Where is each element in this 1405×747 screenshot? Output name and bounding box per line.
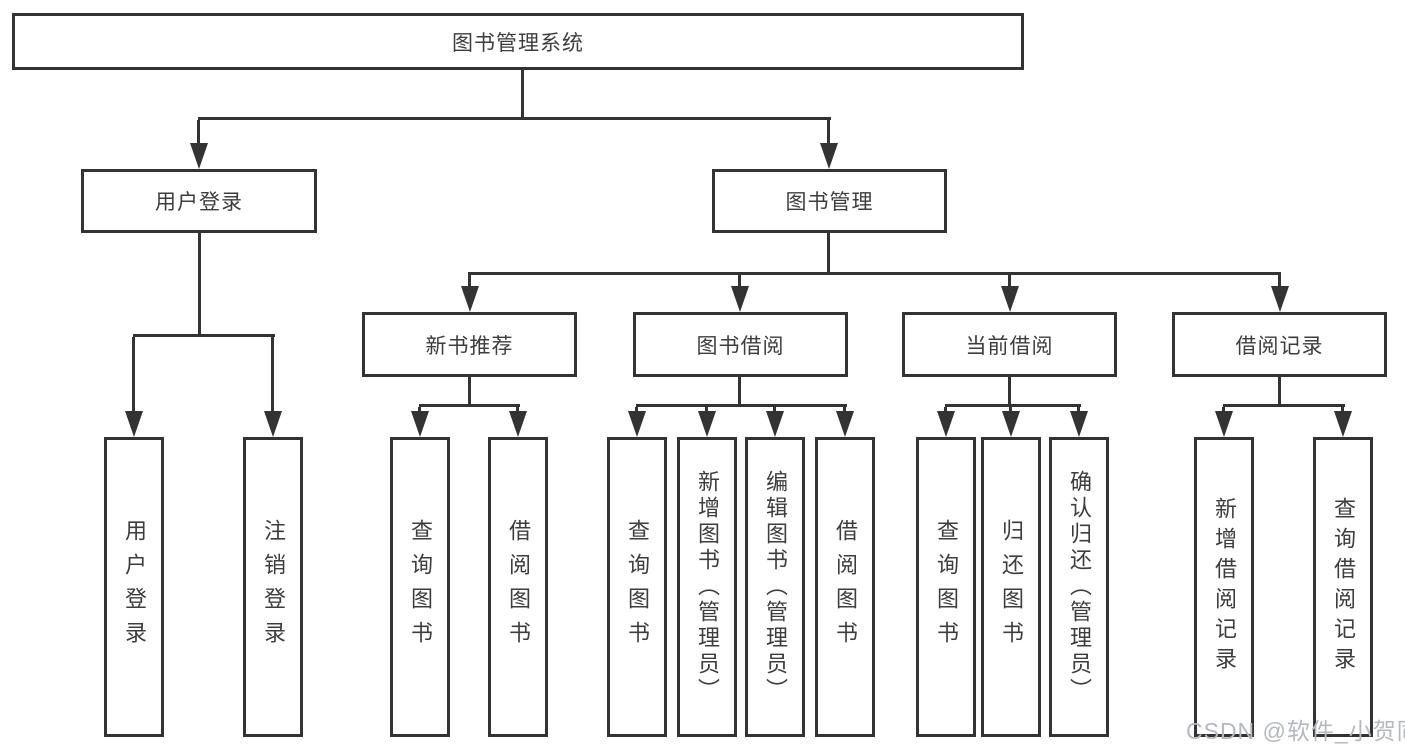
leaf-label: 查询图书	[625, 519, 650, 655]
arrow-down	[190, 120, 208, 169]
node-borrowing-records: 借阅记录	[1172, 312, 1387, 377]
arrow-down	[820, 120, 838, 169]
connector-records-split	[1223, 404, 1345, 407]
arrow-down	[1001, 275, 1019, 312]
leaf-label: 新增图书（管理员）	[695, 470, 720, 704]
connector-current-split	[945, 404, 1081, 407]
arrow-down	[1271, 275, 1289, 312]
connector-user-login-split	[133, 334, 275, 337]
leaf-label: 借阅图书	[506, 519, 531, 655]
leaf-label: 借阅图书	[833, 519, 858, 655]
arrow-down	[411, 407, 429, 437]
arrow-down	[836, 407, 854, 437]
node-root-system: 图书管理系统	[12, 13, 1024, 70]
arrow-down	[698, 407, 716, 437]
arrow-down	[731, 275, 749, 312]
leaf-label: 查询图书	[408, 519, 433, 655]
arrow-down	[766, 407, 784, 437]
leaf-current-return-books: 归还图书	[981, 437, 1041, 737]
arrow-down	[1070, 407, 1088, 437]
node-new-book-recommend: 新书推荐	[362, 312, 577, 377]
connector-recommend-split	[419, 404, 520, 407]
connector-book-mgmt-drop	[827, 232, 830, 273]
arrow-down	[509, 407, 527, 437]
leaf-borrowing-borrow-books: 借阅图书	[815, 437, 875, 737]
leaf-recommend-borrow-books: 借阅图书	[488, 437, 548, 737]
leaf-label: 查询借阅记录	[1331, 497, 1356, 677]
arrow-down	[628, 407, 646, 437]
connector-borrowing-drop	[738, 377, 741, 404]
node-book-management: 图书管理	[712, 169, 947, 233]
leaf-label: 确认归还（管理员）	[1067, 470, 1092, 704]
node-book-borrowing: 图书借阅	[633, 312, 848, 377]
node-current-borrowing: 当前借阅	[902, 312, 1117, 377]
leaf-label: 查询图书	[934, 519, 959, 655]
connector-records-drop	[1278, 377, 1281, 404]
node-user-login: 用户登录	[81, 169, 317, 233]
arrow-down	[1002, 407, 1020, 437]
connector-user-login-drop	[198, 232, 201, 335]
leaf-logout: 注销登录	[243, 437, 303, 737]
leaf-records-add-record: 新增借阅记录	[1194, 437, 1254, 737]
connector-current-drop	[1008, 377, 1011, 404]
leaf-label: 编辑图书（管理员）	[763, 470, 788, 704]
connector-root-drop	[521, 70, 524, 118]
leaf-user-login: 用户登录	[104, 437, 164, 737]
connector-level2-split	[198, 117, 831, 120]
arrow-down	[937, 407, 955, 437]
leaf-current-confirm-return-admin: 确认归还（管理员）	[1049, 437, 1109, 737]
connector-recommend-drop	[468, 377, 471, 404]
connector-level3-split	[468, 272, 1281, 275]
arrow-down	[1215, 407, 1233, 437]
arrow-down	[1334, 407, 1352, 437]
connector-borrowing-split	[636, 404, 847, 407]
leaf-borrowing-edit-books-admin: 编辑图书（管理员）	[745, 437, 805, 737]
leaf-borrowing-query-books: 查询图书	[607, 437, 667, 737]
leaf-recommend-query-books: 查询图书	[390, 437, 450, 737]
arrow-down	[461, 275, 479, 312]
leaf-current-query-books: 查询图书	[916, 437, 976, 737]
leaf-borrowing-add-books-admin: 新增图书（管理员）	[677, 437, 737, 737]
leaf-label: 新增借阅记录	[1212, 497, 1237, 677]
leaf-label: 注销登录	[261, 519, 286, 655]
leaf-label: 用户登录	[122, 519, 147, 655]
leaf-records-query-record: 查询借阅记录	[1313, 437, 1373, 737]
arrow-down	[125, 337, 143, 437]
leaf-label: 归还图书	[999, 519, 1024, 655]
arrow-down	[264, 337, 282, 437]
